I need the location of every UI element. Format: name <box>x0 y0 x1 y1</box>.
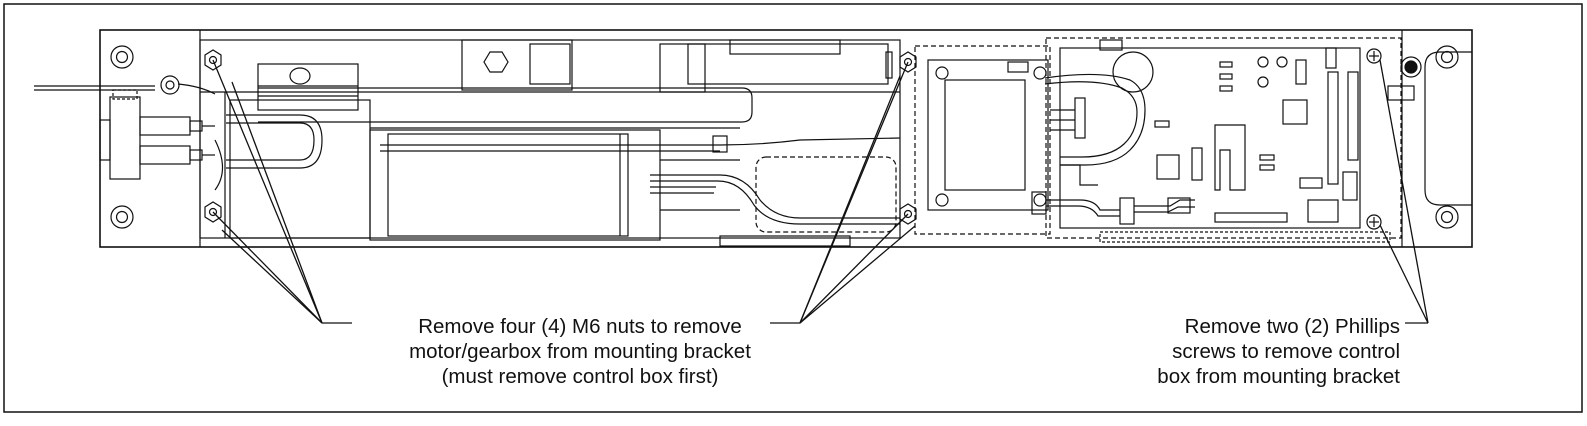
pulley <box>257 63 359 111</box>
figure-frame <box>3 3 1583 413</box>
m6-nut <box>204 201 222 223</box>
phillips-screw <box>1366 48 1382 64</box>
wiring-harness <box>380 135 901 247</box>
motor-coil-loop <box>214 114 323 191</box>
mounting-hole <box>1435 45 1459 69</box>
housing-base-plate <box>99 29 1473 248</box>
callout-control-box-screws: Remove two (2) Phillips screws to remove… <box>1040 314 1400 389</box>
leader-lines-middle <box>770 61 916 324</box>
m6-nut <box>899 51 917 73</box>
m6-nuts <box>204 49 917 225</box>
control-wiring <box>1031 73 1195 225</box>
leader-lines-right <box>1379 59 1429 324</box>
m6-nut <box>899 203 917 225</box>
mounting-hole <box>1400 56 1422 78</box>
gearbox-motor <box>369 129 740 241</box>
mounting-hole <box>110 45 134 69</box>
callout-line: screws to remove control <box>1172 340 1400 363</box>
mounting-holes <box>110 45 1459 229</box>
mounting-hole <box>1435 205 1459 229</box>
transformer <box>914 45 1051 235</box>
drive-belt <box>258 87 753 129</box>
mounting-hole <box>110 205 134 229</box>
control-box-pcb <box>1045 37 1402 243</box>
callout-motor-nuts: Remove four (4) M6 nuts to remove motor/… <box>330 314 830 389</box>
power-cord <box>34 75 216 95</box>
callout-line: Remove two (2) Phillips <box>1184 315 1400 338</box>
callout-line: Remove four (4) M6 nuts to remove <box>418 315 742 338</box>
phillips-screw <box>1366 214 1382 230</box>
terminal-block <box>99 89 215 180</box>
phillips-screws <box>1366 48 1382 230</box>
m6-nut <box>204 49 222 71</box>
callout-line: motor/gearbox from mounting bracket <box>409 340 751 363</box>
leader-lines <box>212 59 1429 324</box>
leader-lines-left <box>212 59 352 324</box>
callout-line: (must remove control box first) <box>441 365 719 388</box>
callout-line: box from mounting bracket <box>1157 365 1400 388</box>
gear-block <box>461 39 893 93</box>
